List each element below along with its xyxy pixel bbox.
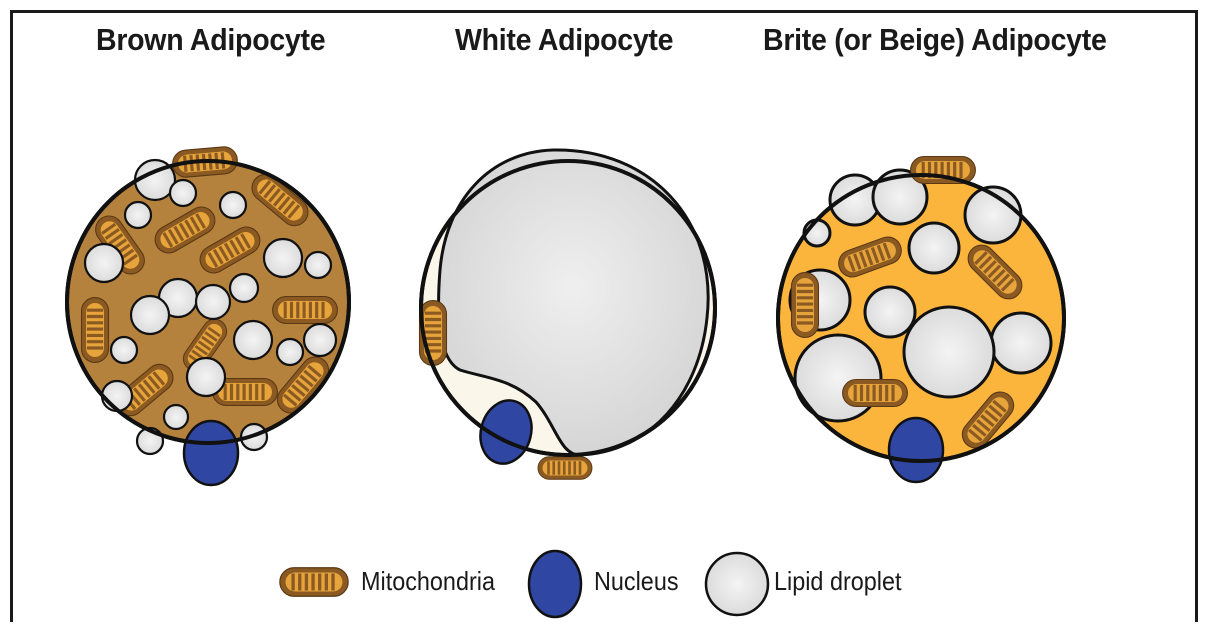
lipid-droplet bbox=[111, 337, 137, 363]
lipid-droplet bbox=[170, 180, 196, 206]
lipid-droplet bbox=[196, 285, 230, 319]
brown-adipocyte bbox=[67, 146, 349, 485]
mitochondrion bbox=[82, 298, 109, 363]
lipid-droplet bbox=[277, 339, 303, 365]
lipid-droplet bbox=[904, 307, 994, 397]
lipid-droplet bbox=[131, 296, 169, 334]
brite-nucleus bbox=[889, 418, 943, 482]
lipid-droplet-legend-icon bbox=[706, 553, 768, 615]
nucleus-legend-label: Nucleus bbox=[594, 566, 679, 597]
lipid-droplet bbox=[230, 274, 258, 302]
lipid-droplet bbox=[991, 313, 1051, 373]
lipid-droplet bbox=[187, 358, 225, 396]
lipid-droplet bbox=[85, 244, 123, 282]
lipid-droplet bbox=[102, 381, 132, 411]
white-adipocyte bbox=[420, 150, 716, 479]
mitochondrion bbox=[792, 273, 819, 338]
lipid-droplet bbox=[125, 202, 151, 228]
mitochondrion bbox=[538, 457, 592, 480]
lipid-droplet bbox=[220, 192, 246, 218]
brown-nucleus bbox=[184, 421, 238, 485]
mitochondria-legend-icon bbox=[280, 568, 348, 597]
legend bbox=[280, 551, 768, 617]
lipid-droplet-legend-label: Lipid droplet bbox=[774, 566, 901, 597]
lipid-droplet bbox=[305, 252, 331, 278]
mitochondrion bbox=[843, 380, 908, 407]
lipid-droplet bbox=[304, 324, 336, 356]
brite-adipocyte bbox=[778, 157, 1064, 483]
lipid-droplet bbox=[234, 321, 272, 359]
lipid-droplet bbox=[865, 287, 915, 337]
lipid-droplet bbox=[264, 239, 302, 277]
lipid-droplet bbox=[164, 405, 188, 429]
lipid-droplet bbox=[909, 223, 959, 273]
mitochondria-legend-label: Mitochondria bbox=[361, 566, 495, 597]
nucleus-legend-icon bbox=[529, 551, 581, 617]
mitochondrion bbox=[273, 297, 338, 324]
mitochondrion bbox=[911, 157, 976, 184]
